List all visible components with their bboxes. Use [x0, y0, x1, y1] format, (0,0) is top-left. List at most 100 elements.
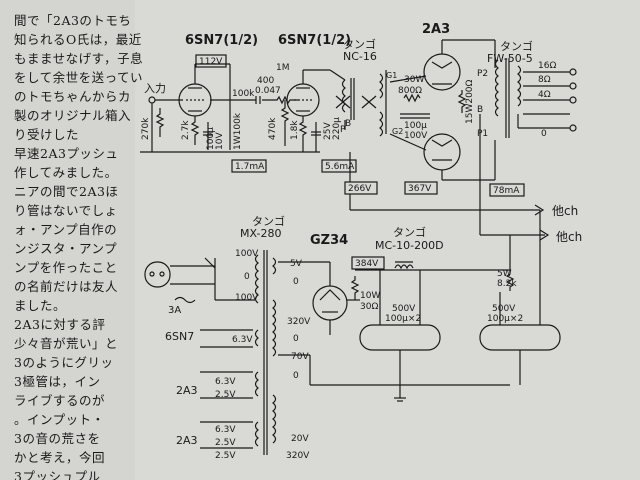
- label-100k: 100k: [232, 89, 255, 99]
- article-line: 作してみました。: [14, 165, 118, 180]
- tube-label-gz34: GZ34: [310, 233, 348, 248]
- tap-b: B: [345, 119, 351, 129]
- tap-2-5v-b: 2.5V: [215, 438, 236, 448]
- article-line: ォ・アンプ自作の: [14, 222, 118, 237]
- label-1m: 1M: [276, 63, 290, 73]
- label-384v: 384V: [355, 259, 379, 269]
- interstage-brand: タンゴ: [343, 37, 376, 51]
- article-line: をして余世を送ってい: [14, 70, 144, 85]
- article-line: 製のオリジナル箱入: [14, 108, 132, 123]
- tap-4: 4Ω: [538, 90, 551, 100]
- article-line: 2A3に対する評: [14, 317, 106, 332]
- label-10v: 10V: [215, 132, 225, 150]
- tap-g1: G1: [386, 71, 397, 80]
- article-line: ニアの間で2A3ほ: [14, 184, 119, 199]
- tap-0-a: 0: [244, 272, 250, 282]
- output-transformer-icon: [494, 59, 499, 117]
- tap-g2: G2: [392, 127, 403, 136]
- ac-plug-icon: [144, 261, 171, 288]
- tube-label-6sn7-1: 6SN7(1/2): [185, 33, 258, 48]
- tap-0-b: 0: [293, 334, 299, 344]
- tap-2-5v-a: 2.5V: [215, 390, 236, 400]
- label-266v: 266V: [348, 184, 372, 194]
- article-line: もまませなげす，子息: [14, 51, 144, 66]
- label-8-2k: 8.2k: [497, 279, 517, 289]
- tap-100v-a: 100V: [235, 249, 259, 259]
- current-box-2: [321, 159, 357, 173]
- tap-16: 16Ω: [538, 61, 556, 71]
- label-15w200: 15W200Ω: [465, 79, 475, 124]
- output-trans-model: FW-50-5: [487, 52, 533, 65]
- fuse-icon: [174, 296, 196, 304]
- article-line: ました。: [14, 298, 67, 313]
- arrow-other-ch-2-icon: [539, 229, 550, 241]
- label-2-7k: 2.7k: [181, 120, 191, 140]
- tap-320v-a: 320V: [287, 317, 311, 327]
- tap-100v-b: 100V: [235, 293, 259, 303]
- tap-p2: P2: [477, 69, 488, 79]
- current-box-78ma: [489, 183, 525, 197]
- power-trans-primary-icon: [254, 254, 259, 304]
- resistor-2-7k-icon: [190, 116, 200, 145]
- other-ch-2: 他ch: [556, 230, 582, 244]
- filter-cap-2-icon: [479, 324, 561, 351]
- article-line: 3極管は，イン: [14, 374, 101, 389]
- label-270k: 270k: [141, 117, 151, 140]
- output-terminal-8-icon: [569, 82, 577, 90]
- label-112v: 112V: [199, 57, 223, 67]
- fuse-3a: 3A: [168, 305, 181, 316]
- article-line: 3の音の荒さを: [14, 431, 101, 446]
- interstage-model: NC-16: [343, 50, 377, 63]
- voltage-box-266v: [344, 181, 378, 195]
- label-100u: 100μ: [206, 127, 216, 150]
- tap-5v: 5V: [290, 259, 303, 269]
- label-367v: 367V: [408, 184, 432, 194]
- article-line: 早速2A3プッシュ: [14, 146, 119, 161]
- article-line: のトモちゃんからカ: [14, 89, 132, 104]
- label-100x2-1: 100μ×2: [385, 314, 421, 324]
- tap-2-5v-c: 2.5V: [215, 451, 236, 461]
- interstage-primary-icon: [341, 79, 346, 113]
- output-terminal-0-icon: [569, 124, 577, 132]
- input-label: 入力: [144, 82, 166, 95]
- resistor-270k-icon: [155, 108, 165, 137]
- article-line: 少々音が荒い」と: [14, 336, 119, 351]
- label-500v-1: 500V: [392, 304, 416, 314]
- current-box-1: [231, 159, 267, 173]
- article-line: 3プッシュプル: [14, 469, 101, 480]
- tap-20v: 20V: [291, 434, 309, 444]
- label-78ma: 78mA: [493, 186, 520, 196]
- article-line: 3のようにグリッ: [14, 355, 114, 370]
- input-terminal-icon: [148, 96, 156, 104]
- article-line: かと考え，今回: [14, 450, 106, 465]
- tap-70v: 70V: [291, 352, 309, 362]
- tap-0: 0: [541, 129, 547, 139]
- label-100u-p: 100μ: [404, 121, 427, 131]
- article-line: り受けした: [14, 127, 80, 142]
- output-terminal-16-icon: [569, 68, 577, 76]
- article-line: 間で「2A3のトモち: [14, 13, 132, 28]
- tube-label-2a3: 2A3: [422, 22, 450, 37]
- choke-coil-icon: [394, 264, 414, 270]
- tap-b2: B: [477, 105, 483, 115]
- article-line: ライブするのが: [14, 393, 106, 408]
- tube-2a3-lower-icon: [423, 133, 461, 171]
- tap-320v-b: 320V: [286, 451, 310, 461]
- other-ch-1: 他ch: [552, 204, 578, 218]
- label-5w: 5W: [497, 269, 512, 279]
- choke-model: MC-10-200D: [375, 239, 444, 252]
- tap-0-s: 0: [293, 277, 299, 287]
- tap-8: 8Ω: [538, 75, 551, 85]
- output-trans-brand: タンゴ: [500, 39, 533, 53]
- heater-2a3-1: 2A3: [176, 384, 198, 397]
- label-800: 800Ω: [398, 86, 422, 96]
- filter-cap-1-icon: [359, 324, 441, 351]
- label-1-8k: 1.8k: [290, 120, 300, 140]
- article-text-column: [0, 0, 135, 480]
- tap-p1: P1: [477, 129, 488, 139]
- label-500v-2: 500V: [492, 304, 516, 314]
- label-30ohm: 30Ω: [360, 302, 378, 312]
- tap-0-c: 0: [293, 371, 299, 381]
- label-30w: 30W: [404, 75, 424, 85]
